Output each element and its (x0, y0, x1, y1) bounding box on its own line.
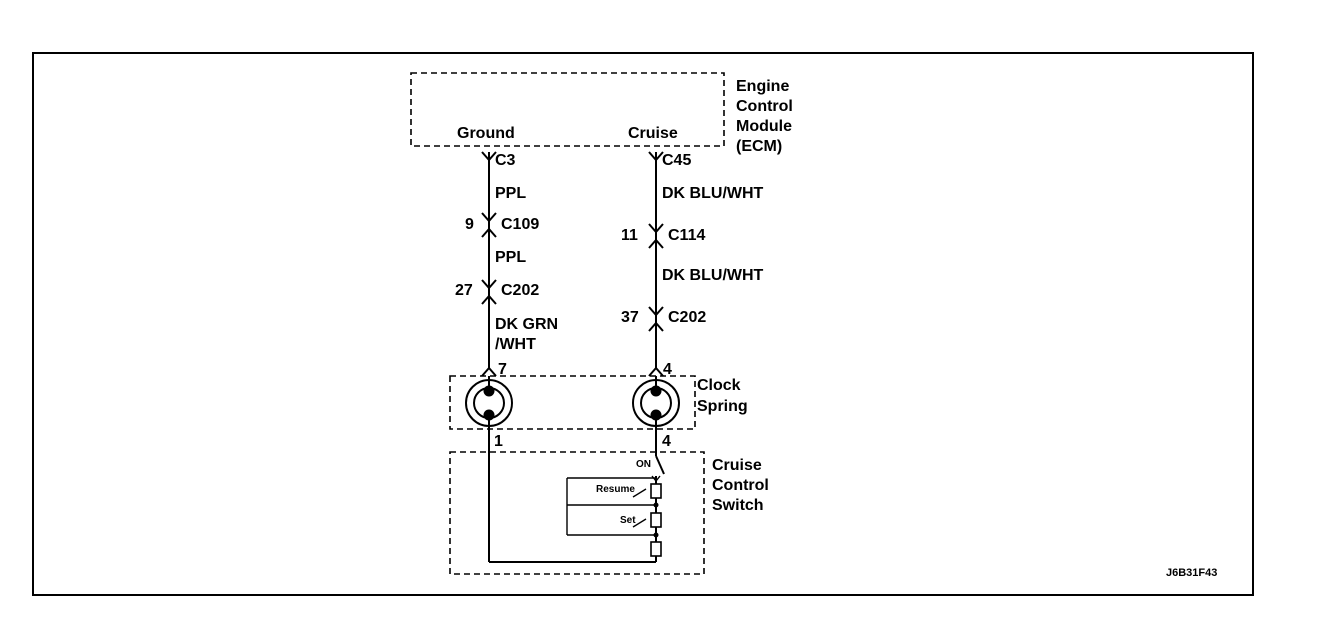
clock-spring-left-coil (465, 379, 513, 427)
clock-spring-label-line2: Spring (697, 398, 748, 415)
diagram-frame (32, 52, 1254, 596)
c202-right-pin: 37 (621, 309, 639, 326)
cruise-switch-circuit: ON Resume Set (566, 420, 665, 562)
ecm-cruise-terminal-label: Cruise (628, 125, 678, 142)
c114-female-symbol (648, 238, 664, 249)
c202-right-male-symbol (648, 306, 664, 317)
left-wire3-color-line1: DK GRN (495, 316, 558, 333)
c114-pin: 11 (621, 227, 638, 244)
ecm-box (410, 72, 725, 147)
c114-label: C114 (668, 227, 705, 244)
clock-spring-box (449, 375, 696, 430)
ecm-label-line1: Engine (736, 78, 789, 95)
c3-connector-label: C3 (495, 152, 516, 169)
cruise-switch-label-line1: Cruise (712, 457, 762, 474)
clock-spring-pin4-bottom-label: 4 (662, 433, 671, 450)
c3-connector-symbol (481, 151, 497, 162)
c45-connector-symbol (648, 151, 664, 162)
cruise-switch-label-line2: Control (712, 477, 769, 494)
c109-male-symbol (481, 212, 497, 223)
ecm-label-line3: Module (736, 118, 792, 135)
cruise-switch-box (449, 451, 705, 575)
clock-spring-pin1-label: 1 (494, 433, 503, 450)
c202-left-label: C202 (501, 282, 539, 299)
clock-spring-pin4-symbol (648, 366, 664, 377)
resume-resistor (650, 483, 662, 499)
figure-id: J6B31F43 (1166, 567, 1217, 579)
left-wire1-color: PPL (495, 185, 526, 202)
c109-label: C109 (501, 216, 539, 233)
ecm-label-line2: Control (736, 98, 793, 115)
set-resistor (650, 512, 662, 528)
clock-spring-pin4-top-label: 4 (663, 361, 672, 378)
c202-left-female-symbol (481, 294, 497, 305)
right-circuit: C45 DK BLU/WHT 11 C114 DK BLU/WHT 37 C20… (621, 151, 764, 378)
on-switch-label: ON (636, 459, 651, 470)
ecm-label-line4: (ECM) (736, 138, 782, 155)
left-wire3-color-line2: /WHT (495, 336, 536, 353)
c114-male-symbol (648, 223, 664, 234)
c109-pin: 9 (465, 216, 474, 233)
right-wire1-color: DK BLU/WHT (662, 185, 764, 202)
c202-right-female-symbol (648, 321, 664, 332)
resume-switch-label: Resume (596, 484, 635, 495)
base-resistor (650, 541, 662, 557)
ecm-ground-terminal-label: Ground (457, 125, 515, 142)
right-wire2-color: DK BLU/WHT (662, 267, 764, 284)
cruise-switch-label-line3: Switch (712, 497, 764, 514)
set-switch-label: Set (620, 515, 636, 526)
clock-spring-pin7-symbol (481, 366, 497, 377)
clock-spring-label-line1: Clock (697, 377, 741, 394)
resume-switch-blade (632, 488, 647, 498)
c202-left-pin: 27 (455, 282, 473, 299)
on-switch-blade (655, 455, 665, 475)
set-switch-blade (632, 518, 647, 528)
c202-right-label: C202 (668, 309, 706, 326)
c202-left-male-symbol (481, 279, 497, 290)
left-circuit: C3 PPL 9 C109 PPL 27 C202 DK GRN /WHT 7 (455, 151, 558, 378)
c45-connector-label: C45 (662, 152, 691, 169)
left-wire2-color: PPL (495, 249, 526, 266)
c109-female-symbol (481, 227, 497, 238)
clock-spring-right-coil (632, 379, 680, 427)
clock-spring-pin7-label: 7 (498, 361, 507, 378)
